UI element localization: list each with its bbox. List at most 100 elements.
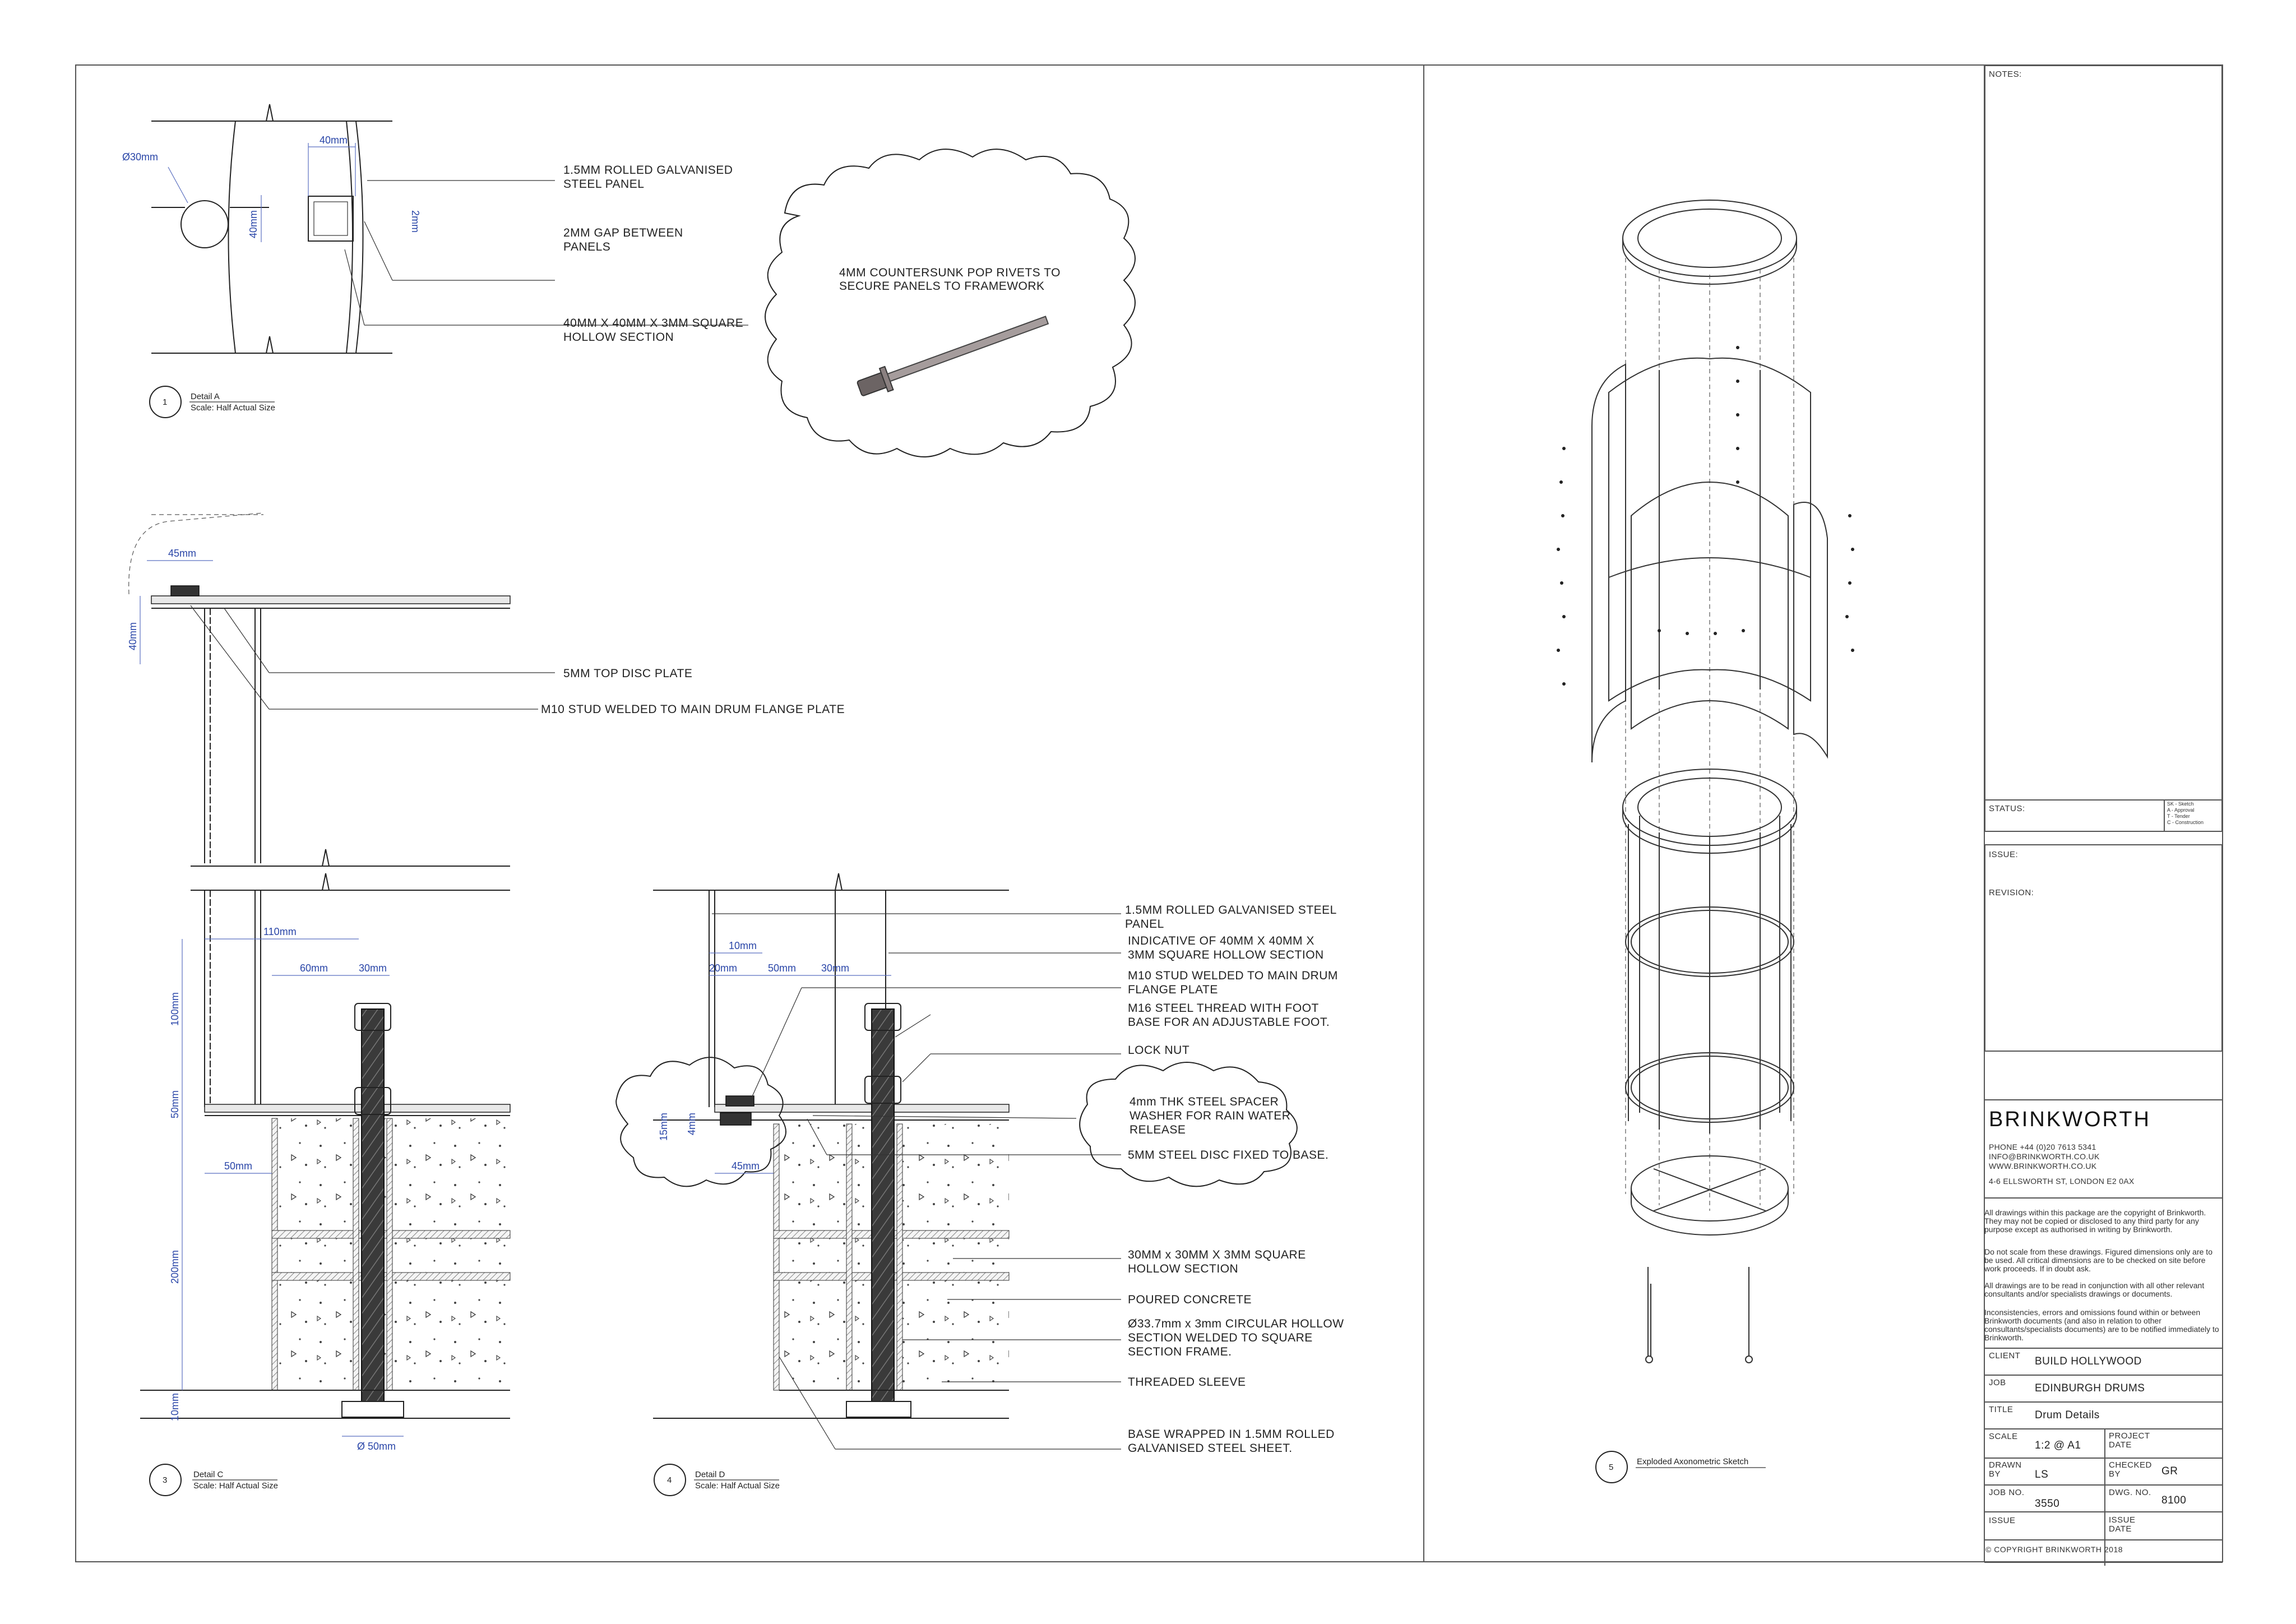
label-b-stud: M10 STUD WELDED TO MAIN DRUM FLANGE PLAT… bbox=[541, 703, 845, 716]
label-d-stud-2: FLANGE PLATE bbox=[1128, 983, 1218, 996]
checked-label-2: BY bbox=[2109, 1469, 2121, 1479]
pop-rivet-icon bbox=[857, 316, 1049, 396]
round-bar bbox=[180, 200, 229, 248]
dim-b-height: 40mm bbox=[127, 622, 138, 650]
label-a-panel-2: STEEL PANEL bbox=[563, 178, 644, 191]
project-date-label-2: DATE bbox=[2109, 1440, 2132, 1450]
exploded-axonometric: 5 Exploded Axonometric Sketch bbox=[1557, 200, 1854, 1483]
contact-block: PHONE +44 (0)20 7613 5341 INFO@BRINKWORT… bbox=[1989, 1142, 2135, 1186]
label-d-thread-2: BASE FOR AN ADJUSTABLE FOOT. bbox=[1128, 1016, 1330, 1029]
brand-logo: BRINKWORTH bbox=[1989, 1108, 2151, 1131]
label-a-gap-2: PANELS bbox=[563, 240, 610, 253]
label-d-concrete: POURED CONCRETE bbox=[1128, 1293, 1252, 1306]
scale-value: 1:2 @ A1 bbox=[2035, 1440, 2081, 1451]
detail-c-scale: Scale: Half Actual Size bbox=[193, 1481, 278, 1491]
detail-b: 45mm 40mm 5MM TOP DISC PLATE M10 STUD WE… bbox=[127, 512, 845, 867]
status-key-sketch: SK - Sketch bbox=[2167, 801, 2194, 807]
status-box bbox=[1984, 799, 2223, 832]
label-a-panel-1: 1.5MM ROLLED GALVANISED bbox=[563, 164, 733, 177]
revision-label: REVISION: bbox=[1989, 888, 2034, 897]
drawn-value: LS bbox=[2035, 1469, 2049, 1480]
sketch-number: 5 bbox=[1609, 1463, 1613, 1472]
sheet-border bbox=[75, 64, 2223, 1562]
title-label: TITLE bbox=[1989, 1405, 2013, 1414]
label-d-hollow30-1: 30MM x 30MM X 3MM SQUARE bbox=[1128, 1248, 1306, 1261]
copyright-note: All drawings within this package are the… bbox=[1984, 1208, 2206, 1234]
drawn-label-2: BY bbox=[1989, 1469, 2001, 1479]
jobno-value: 3550 bbox=[2035, 1498, 2060, 1510]
status-key: SK - Sketch A - Approval T - Tender C - … bbox=[2167, 801, 2204, 826]
job-value: EDINBURGH DRUMS bbox=[2035, 1382, 2145, 1394]
dim-c-50v: 50mm bbox=[169, 1090, 180, 1118]
dim-c-60: 60mm bbox=[300, 963, 328, 974]
detail-c: 110mm 60mm 30mm 100mm 50mm 200mm 10mm 50… bbox=[140, 873, 511, 1496]
dim-c-dia50: Ø 50mm bbox=[357, 1441, 396, 1452]
client-value: BUILD HOLLYWOOD bbox=[2035, 1355, 2142, 1367]
issue-date-label: ISSUE DATE bbox=[2109, 1516, 2136, 1534]
label-d-base-1: BASE WRAPPED IN 1.5MM ROLLED bbox=[1128, 1428, 1335, 1441]
dim-d-30: 30mm bbox=[821, 963, 849, 974]
label-d-hollow30-2: HOLLOW SECTION bbox=[1128, 1262, 1238, 1275]
label-d-spacer-3: RELEASE bbox=[1130, 1123, 1186, 1136]
label-d-circular-3: SECTION FRAME. bbox=[1128, 1345, 1232, 1358]
sketch-title: Exploded Axonometric Sketch bbox=[1637, 1457, 1748, 1466]
status-key-construction: C - Construction bbox=[2167, 820, 2204, 825]
label-d-indicative-2: 3MM SQUARE HOLLOW SECTION bbox=[1128, 949, 1324, 961]
status-label: STATUS: bbox=[1989, 804, 2025, 813]
label-d-panel-1: 1.5MM ROLLED GALVANISED STEEL bbox=[1125, 904, 1337, 917]
status-key-tender: T - Tender bbox=[2167, 813, 2190, 819]
detail-c-title: Detail C bbox=[193, 1470, 224, 1479]
jobno-label: JOB NO. bbox=[1989, 1488, 2025, 1497]
notes-label: NOTES: bbox=[1989, 70, 2022, 79]
dim-d-10: 10mm bbox=[729, 940, 757, 951]
label-d-sleeve: THREADED SLEEVE bbox=[1128, 1376, 1246, 1389]
dim-a-gap: 2mm bbox=[410, 210, 421, 233]
detail-a: 40mm 40mm 2mm Ø30mm 1.5MM ROLLED GALVANI… bbox=[122, 104, 743, 418]
checked-label-1: CHECKED bbox=[2109, 1460, 2152, 1470]
website[interactable]: WWW.BRINKWORTH.CO.UK bbox=[1989, 1162, 2097, 1170]
label-a-hollow-1: 40MM X 40MM X 3MM SQUARE bbox=[563, 317, 743, 330]
email[interactable]: INFO@BRINKWORTH.CO.UK bbox=[1989, 1152, 2100, 1161]
dwgno-value: 8100 bbox=[2161, 1495, 2187, 1506]
square-hollow-section bbox=[308, 196, 354, 242]
detail-d-number: 4 bbox=[667, 1475, 672, 1485]
dim-d-50: 50mm bbox=[768, 963, 796, 974]
label-b-disc: 5MM TOP DISC PLATE bbox=[563, 667, 692, 680]
dim-a-dia: Ø30mm bbox=[122, 151, 158, 163]
detail-c-number: 3 bbox=[163, 1475, 167, 1485]
label-d-spacer-1: 4mm THK STEEL SPACER bbox=[1130, 1095, 1279, 1108]
scale-label: SCALE bbox=[1989, 1432, 2018, 1441]
detail-d: 10mm 20mm 50mm 30mm 15mm 4mm 45mm bbox=[615, 873, 1344, 1496]
dim-c-10: 10mm bbox=[169, 1393, 180, 1421]
notes-box bbox=[1984, 65, 2223, 832]
dim-a-height: 40mm bbox=[248, 210, 259, 238]
detail-d-scale: Scale: Half Actual Size bbox=[695, 1481, 780, 1491]
drawn-label-1: DRAWN bbox=[1989, 1460, 2022, 1470]
dim-c-110: 110mm bbox=[263, 926, 297, 937]
conjunction-note: All drawings are to be read in conjuncti… bbox=[1984, 1281, 2205, 1298]
label-a-hollow-2: HOLLOW SECTION bbox=[563, 331, 674, 344]
checked-value: GR bbox=[2161, 1465, 2178, 1477]
dim-c-100: 100mm bbox=[169, 992, 180, 1026]
job-label: JOB bbox=[1989, 1378, 2006, 1387]
dim-d-20: 20mm bbox=[709, 963, 737, 974]
detail-a-number: 1 bbox=[163, 397, 167, 407]
label-d-spacer-2: WASHER FOR RAIN WATER bbox=[1130, 1109, 1290, 1122]
dim-d-45: 45mm bbox=[732, 1160, 760, 1172]
issue-label: ISSUE: bbox=[1989, 850, 2019, 859]
label-d-circular-1: Ø33.7mm x 3mm CIRCULAR HOLLOW bbox=[1128, 1317, 1344, 1330]
dim-c-50h: 50mm bbox=[224, 1160, 252, 1172]
label-d-stud-1: M10 STUD WELDED TO MAIN DRUM bbox=[1128, 969, 1338, 982]
detail-a-scale: Scale: Half Actual Size bbox=[191, 403, 275, 413]
dwgno-label: DWG. NO. bbox=[2109, 1488, 2151, 1497]
rivet-callout: 4MM COUNTERSUNK POP RIVETS TO SECURE PAN… bbox=[740, 149, 1136, 457]
label-d-circular-2: SECTION WELDED TO SQUARE bbox=[1128, 1331, 1313, 1344]
checked-label: CHECKED BY bbox=[2109, 1461, 2152, 1479]
label-d-panel-2: PANEL bbox=[1125, 918, 1164, 931]
issue-box bbox=[1984, 844, 2223, 1052]
inconsistency-note: Inconsistencies, errors and omissions fo… bbox=[1984, 1308, 2219, 1342]
detail-a-title: Detail A bbox=[191, 392, 220, 401]
detail-d-title: Detail D bbox=[695, 1470, 725, 1479]
issue-date-label-1: ISSUE bbox=[2109, 1515, 2136, 1525]
